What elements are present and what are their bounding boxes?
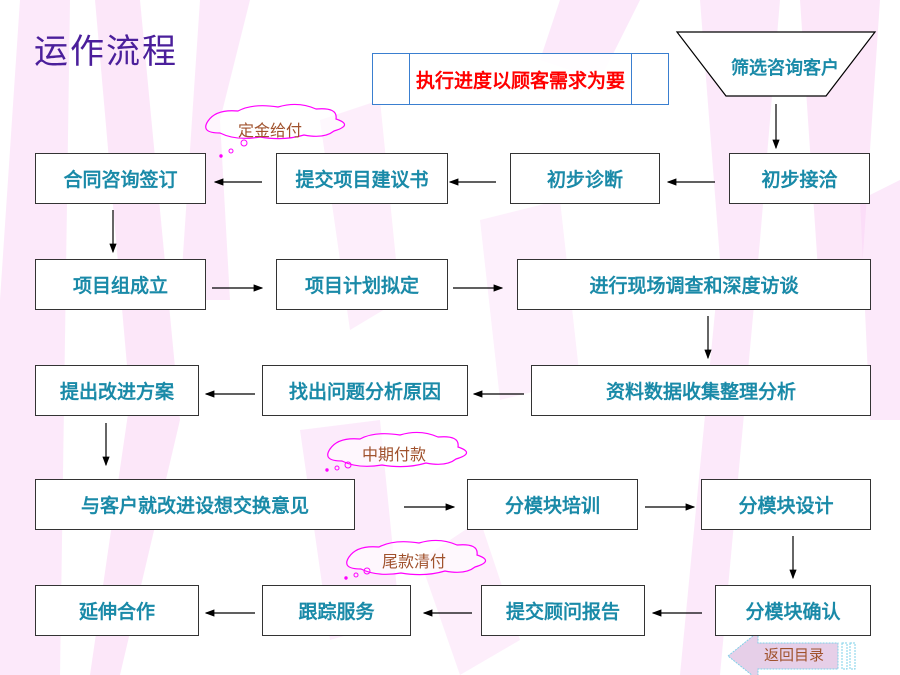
cloud-bubble [228,148,234,154]
cloud-bubble [334,465,340,471]
cloud-bubble [325,468,329,472]
start-step-label: 筛选咨询客户 [731,58,839,79]
step-contract-signing: 合同咨询签订 [35,153,206,204]
step-submit-proposal: 提交项目建议书 [276,153,448,204]
step-project-plan: 项目计划拟定 [276,259,448,310]
cloud-bubble [353,572,359,578]
step-initial-diagnosis: 初步诊断 [510,153,660,204]
step-submit-report: 提交顾问报告 [481,585,645,636]
step-module-design: 分模块设计 [701,479,871,530]
payment-deposit-label: 定金给付 [238,121,303,140]
payment-midterm-label: 中期付款 [362,445,427,464]
step-follow-up: 跟踪服务 [262,585,411,636]
step-extended-cooperation: 延伸合作 [35,585,199,636]
banner-box: 执行进度以顾客需求为要 [372,53,669,105]
step-data-analysis: 资料数据收集整理分析 [531,365,871,416]
cloud-midterm [327,431,468,468]
step-field-survey: 进行现场调查和深度访谈 [517,259,871,310]
step-module-confirm: 分模块确认 [715,585,871,636]
step-improvement-plan: 提出改进方案 [35,365,199,416]
step-find-causes: 找出问题分析原因 [262,365,468,416]
banner-text: 执行进度以顾客需求为要 [415,69,625,92]
back-to-contents-button[interactable]: 返回目录 [764,646,825,664]
page-title: 运作流程 [34,32,178,72]
banner-divider [631,54,632,104]
start-trapezoid [675,31,877,97]
cloud-bubble [219,154,223,158]
cloud-bubble [344,461,352,469]
cloud-bubble [240,139,248,147]
banner-divider [409,54,410,104]
cloud-final [346,539,487,576]
cloud-bubble [344,576,348,580]
step-initial-contact: 初步接洽 [729,153,870,204]
step-client-exchange: 与客户就改进设想交换意见 [35,479,355,530]
step-module-training: 分模块培训 [467,479,638,530]
cloud-deposit [205,103,346,140]
cloud-bubble [363,567,371,575]
payment-final-label: 尾款清付 [382,552,447,571]
step-team-formation: 项目组成立 [35,259,206,310]
